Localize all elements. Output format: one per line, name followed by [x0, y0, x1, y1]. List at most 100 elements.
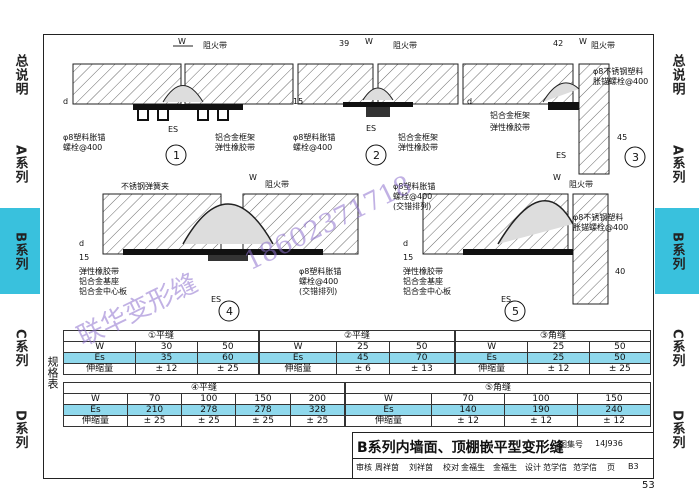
table-cell: ± 25	[196, 363, 260, 375]
table-cell: 200	[289, 393, 346, 405]
sidebar-tab-general[interactable]: 总说明	[12, 54, 28, 96]
table-cell: Es	[258, 352, 338, 364]
detail2-number: 2	[373, 149, 380, 162]
table5-title: ⑤角缝	[345, 382, 651, 394]
table-cell: W	[258, 341, 338, 353]
table-cell: ± 12	[576, 415, 652, 427]
check-name: 金福生	[461, 463, 485, 472]
table-cell: ± 25	[181, 415, 237, 427]
detail1-bolt-label: φ8塑料胀锚	[63, 132, 105, 142]
detail5-d-label: d	[403, 239, 408, 248]
table-cell: Es	[454, 352, 529, 364]
detail2-bolt-label: φ8塑料胀锚	[293, 132, 335, 142]
table-cell: 30	[135, 341, 198, 353]
atlas-label: 图集号	[559, 440, 583, 449]
detail3-42-label: 42	[553, 39, 563, 48]
atlas-number: 14J936	[595, 439, 623, 448]
detail1-fire-belt-label: 阻火带	[203, 41, 227, 50]
page-code: B3	[628, 462, 639, 471]
table-cell: Es	[62, 352, 137, 364]
detail3-ss-bolt-label-2: 胀锚螺栓@400	[593, 76, 648, 86]
detail4-bolt-label-2: 螺栓@400	[299, 276, 338, 286]
sidebar-tab-b[interactable]: B系列	[0, 208, 40, 294]
detail1-bolt-label-2: 螺栓@400	[63, 142, 102, 152]
detail3-es-label: ES	[556, 151, 566, 160]
table-cell: 210	[126, 404, 183, 416]
review-signature: 刘祥茵	[409, 463, 433, 472]
check-signature: 金福生	[493, 463, 517, 472]
table-cell: ± 25	[289, 415, 346, 427]
right-tab-b[interactable]: B系列	[655, 208, 699, 294]
detail2-fire-belt-label: 阻火带	[393, 41, 417, 50]
table-cell: 伸缩量	[62, 363, 137, 375]
detail1-es-label: ES	[168, 125, 178, 134]
detail-1: W 阻火带 d ES φ8塑料胀锚 螺栓@400 铝合金框架 弹性橡胶带 1	[63, 37, 294, 166]
table-cell: 35	[135, 352, 198, 364]
table-cell: ± 12	[431, 415, 505, 427]
right-tab-general[interactable]: 总说明	[669, 54, 685, 96]
detail5-ss-bolt-label: φ8不锈钢塑料	[573, 212, 623, 222]
table-cell: 60	[196, 352, 260, 364]
detail2-w-label: W	[365, 37, 373, 46]
review-name: 周祥茵	[375, 463, 399, 472]
detail3-45-label: 45	[617, 133, 627, 142]
table-cell: 150	[235, 393, 291, 405]
table-cell: 70	[431, 393, 505, 405]
drawing-title: B系列内墙面、顶棚嵌平型变形缝	[357, 440, 564, 456]
table-cell: 50	[196, 341, 260, 353]
table-cell: W	[62, 341, 137, 353]
sidebar-tab-a[interactable]: A系列	[12, 145, 28, 185]
table-cell: ± 12	[504, 415, 578, 427]
detail4-base-label: 铝合金基座	[79, 276, 119, 286]
table-cell: ± 25	[588, 363, 652, 375]
sidebar-tab-c[interactable]: C系列	[12, 328, 28, 368]
detail3-rubber-label: 弹性橡胶带	[490, 122, 530, 132]
page-label: 页	[607, 463, 615, 472]
design-signature: 范学信	[573, 463, 597, 472]
detail2-bolt-label-2: 螺栓@400	[293, 142, 332, 152]
detail5-center-label: 铝合金中心板	[403, 286, 451, 296]
table-cell: 25	[527, 341, 590, 353]
detail1-number: 1	[173, 149, 180, 162]
detail5-15-label: 15	[403, 253, 413, 262]
detail-2: 39 W 阻火带 15 ES φ8塑料胀锚 螺栓@400 铝合金框架 弹性橡胶带…	[293, 37, 459, 166]
table-cell: W	[63, 393, 128, 405]
table-cell: 伸缩量	[258, 363, 338, 375]
right-tab-c[interactable]: C系列	[669, 328, 685, 368]
right-tab-a[interactable]: A系列	[669, 145, 685, 185]
right-tab-d[interactable]: D系列	[669, 410, 685, 450]
detail5-rubber-label: 弹性橡胶带	[403, 266, 443, 276]
table-cell: Es	[63, 404, 128, 416]
table-cell: 328	[289, 404, 346, 416]
detail-4: 不锈钢弹簧夹 W 阻火带 d 15 弹性橡胶带 铝合金基座 铝合金中心板 φ8塑…	[79, 173, 359, 322]
table-cell: ± 12	[135, 363, 198, 375]
table-cell: 50	[388, 341, 456, 353]
detail5-number: 5	[512, 305, 519, 318]
sidebar-tab-d[interactable]: D系列	[12, 410, 28, 450]
detail5-base-label: 铝合金基座	[403, 276, 443, 286]
table-cell: 50	[588, 341, 652, 353]
table-cell: 伸缩量	[63, 415, 128, 427]
table-cell: 50	[588, 352, 652, 364]
table-cell: ± 25	[126, 415, 183, 427]
detail5-bolt-label-2: 螺栓@400	[393, 191, 432, 201]
detail3-frame-label: 铝合金框架	[490, 110, 530, 120]
table-cell: ± 6	[336, 363, 390, 375]
detail5-fire-belt-label: 阻火带	[569, 180, 593, 189]
check-label: 校对	[443, 463, 459, 472]
detail4-d-label: d	[79, 239, 84, 248]
table4-title: ④平缝	[63, 382, 345, 394]
table-cell: ± 12	[527, 363, 590, 375]
detail3-w-label: W	[579, 37, 587, 46]
page-number: 53	[642, 480, 655, 491]
table1-title: ①平缝	[63, 330, 259, 342]
detail4-spring-label: 不锈钢弹簧夹	[121, 181, 169, 191]
detail3-ss-bolt-label: φ8不锈钢塑料	[593, 66, 643, 76]
detail-5: φ8塑料胀锚 螺栓@400 (交错排列) W 阻火带 φ8不锈钢塑料 胀锚螺栓@…	[393, 173, 628, 322]
detail5-w-label: W	[553, 173, 561, 182]
table-cell: 45	[336, 352, 390, 364]
